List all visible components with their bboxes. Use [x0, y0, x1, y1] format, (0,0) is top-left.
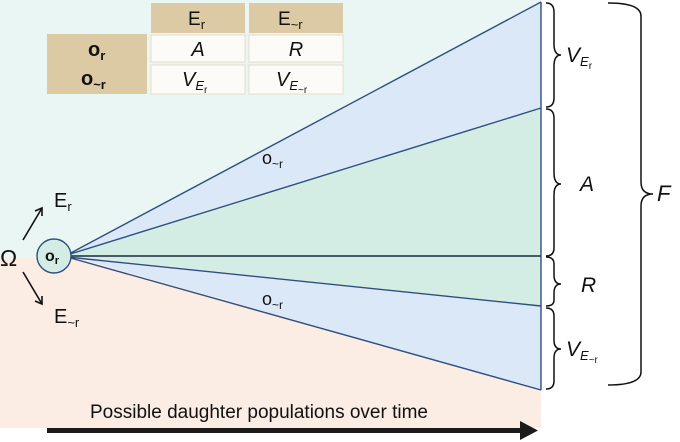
segment-braces	[545, 2, 654, 390]
brace-v-enr	[545, 307, 562, 390]
origin-node	[36, 238, 72, 274]
fan-lower-label: o~r	[262, 289, 283, 312]
table-cell-a-bg	[150, 34, 246, 63]
brace-label-v-enr: VE~r	[566, 338, 599, 366]
branch-bottom-label: E~r	[54, 306, 80, 330]
brace-label-a: A	[578, 173, 594, 196]
table-header-enr	[249, 3, 343, 33]
brace-label-f: F	[657, 181, 672, 206]
brace-f	[607, 2, 654, 386]
fan-upper-label: o~r	[262, 148, 283, 171]
table-cell-r-bg	[248, 34, 344, 63]
brace-r	[545, 256, 562, 307]
omega-symbol: Ω	[0, 245, 17, 271]
time-arrow-icon	[47, 421, 538, 440]
table-cell-ver-bg	[150, 64, 246, 95]
fan-lines	[66, 1, 542, 391]
table-cell-v-er: VEr	[182, 69, 208, 96]
table-col-header-er: Er	[188, 9, 206, 32]
brace-label-v-er: VEr	[566, 44, 593, 72]
brace-a	[545, 108, 562, 257]
arrow-up-right-icon	[22, 206, 43, 241]
outcome-table: Er E~r or o~r A R VEr VE~r	[47, 3, 344, 96]
table-cell-a: A	[190, 39, 204, 61]
fan-line-bottom	[66, 256, 542, 391]
brace-v-er	[545, 2, 562, 108]
table-row-header-or: or	[88, 39, 105, 63]
table-cell-v-enr: VE~r	[276, 69, 308, 96]
table-cell-r: R	[289, 39, 303, 61]
brace-label-r: R	[581, 274, 596, 297]
time-axis-label: Possible daughter populations over time	[90, 402, 428, 423]
fan-line-upper-mid	[66, 107, 542, 256]
fan-line-lower-mid	[66, 256, 542, 307]
table-header-er	[151, 3, 245, 33]
table-row-headers-bg	[47, 34, 147, 94]
fan-line-top	[66, 1, 542, 256]
arrow-down-right-icon	[22, 271, 43, 306]
table-col-header-enr: E~r	[278, 9, 303, 32]
branch-top-label: Er	[54, 190, 72, 214]
table-row-header-onr: o~r	[81, 68, 106, 92]
origin-node-label: or	[45, 248, 60, 267]
table-cell-venr-bg	[248, 64, 344, 95]
